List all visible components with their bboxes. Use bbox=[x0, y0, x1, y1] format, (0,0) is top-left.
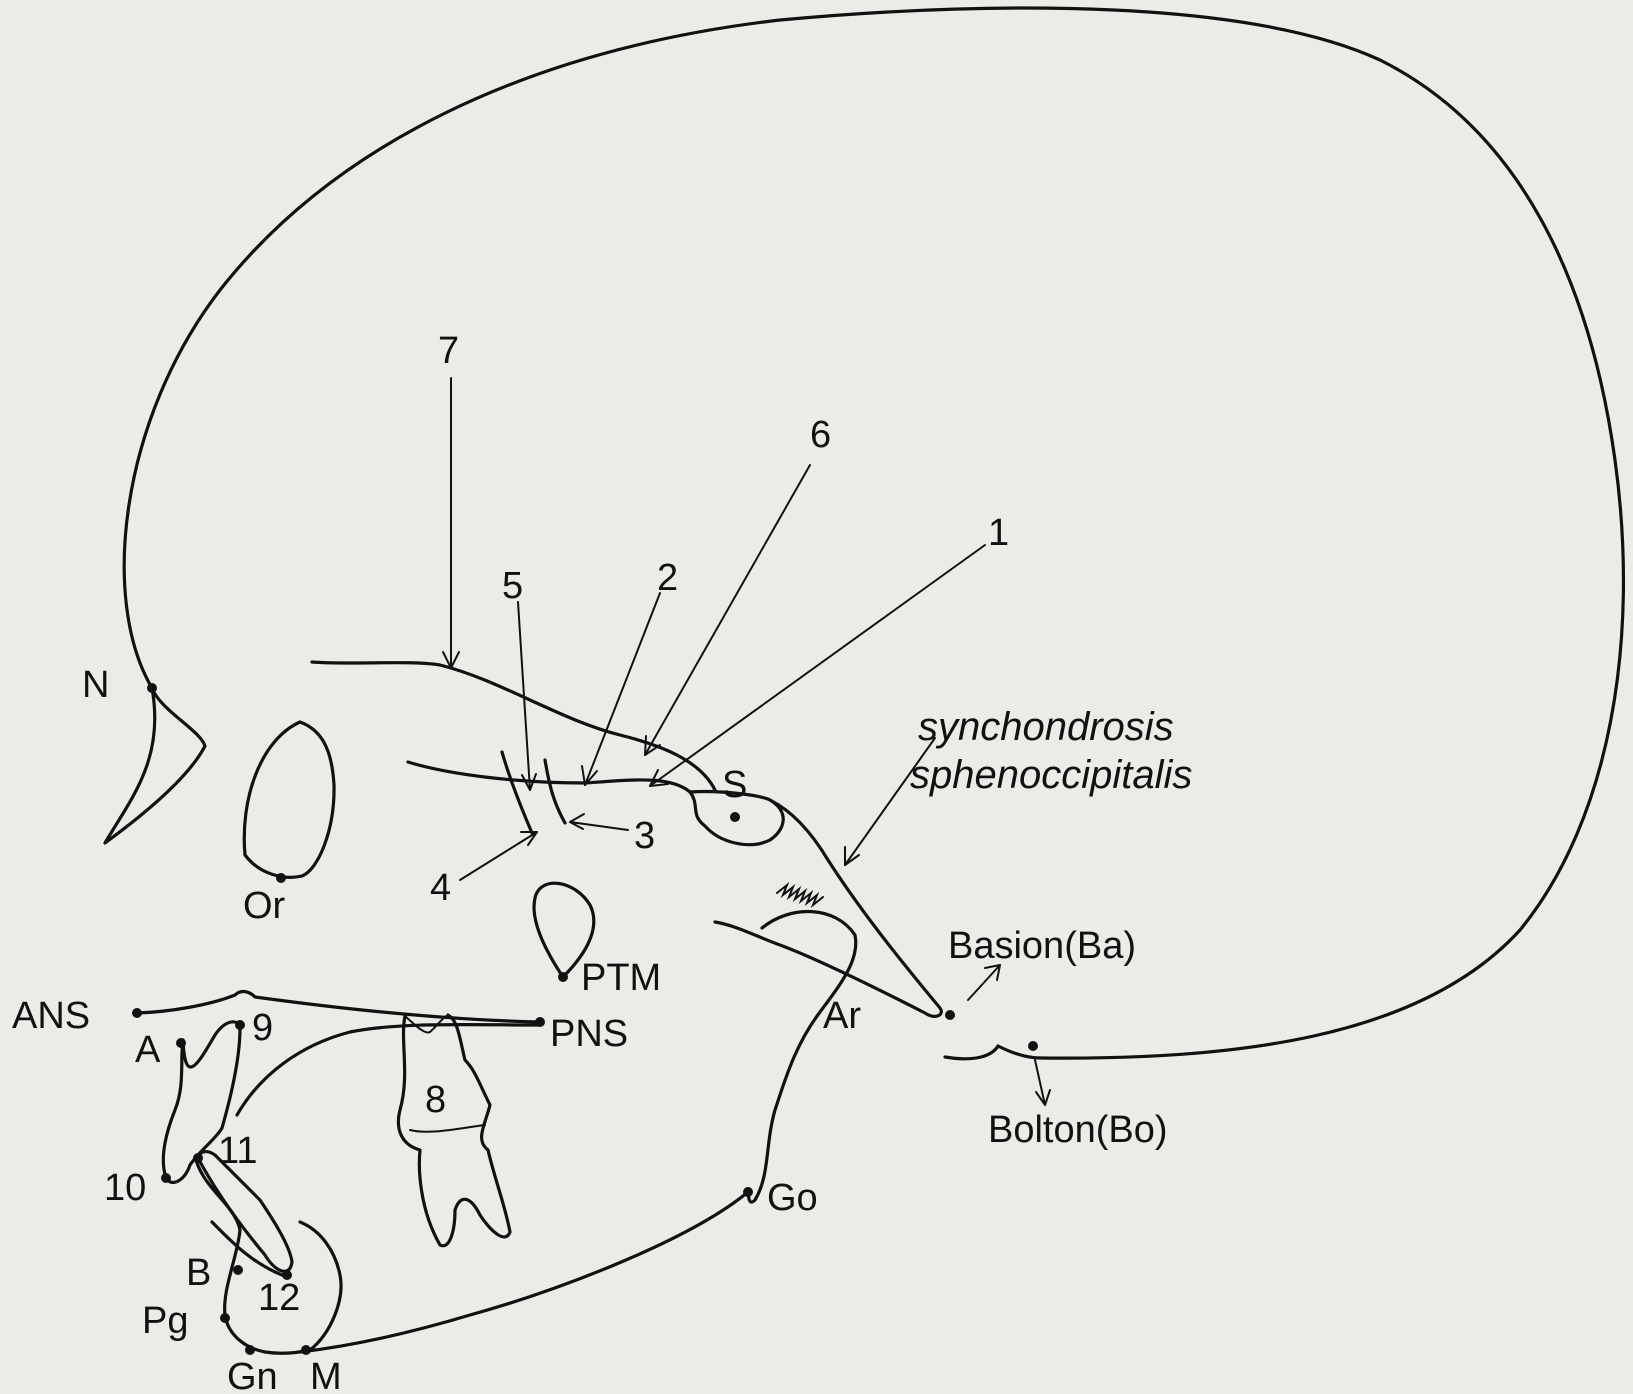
leader-6 bbox=[645, 465, 810, 755]
label-PTM: PTM bbox=[581, 957, 661, 999]
label-num-2: 2 bbox=[657, 557, 678, 599]
label-S: S bbox=[722, 764, 747, 806]
label-num-10: 10 bbox=[104, 1167, 146, 1209]
label-num-9: 9 bbox=[252, 1007, 273, 1049]
bolton-point bbox=[1028, 1041, 1038, 1051]
label-bolton: Bolton(Bo) bbox=[988, 1109, 1168, 1151]
leader-3-arrowhead bbox=[570, 814, 584, 829]
label-num-4: 4 bbox=[430, 867, 451, 909]
mandible-lower-border bbox=[300, 1192, 748, 1352]
ptm-point bbox=[558, 972, 568, 982]
label-num-5: 5 bbox=[502, 565, 523, 607]
label-Ar: Ar bbox=[823, 995, 861, 1037]
cranium-outline bbox=[124, 8, 1623, 1058]
sella-point bbox=[730, 812, 740, 822]
label-num-3: 3 bbox=[634, 815, 655, 857]
occipital-base-line bbox=[945, 1046, 998, 1059]
gonion-point bbox=[743, 1187, 753, 1197]
label-ANS: ANS bbox=[12, 995, 90, 1037]
leader-2 bbox=[585, 593, 660, 785]
label-B: B bbox=[186, 1252, 211, 1294]
leader-4 bbox=[460, 832, 537, 880]
label-synchondrosis-line1: synchondrosis bbox=[918, 705, 1174, 749]
label-A: A bbox=[135, 1029, 161, 1071]
point-10 bbox=[161, 1173, 171, 1183]
orbitale-point bbox=[276, 873, 286, 883]
leader-4-arrowhead bbox=[521, 832, 537, 845]
leader-1 bbox=[650, 545, 985, 786]
b-point bbox=[233, 1265, 243, 1275]
a-point bbox=[176, 1038, 186, 1048]
label-num-6: 6 bbox=[810, 414, 831, 456]
ans-point bbox=[132, 1008, 142, 1018]
first-molar-cej-line bbox=[410, 1125, 485, 1132]
label-synchondrosis-line2: sphenoccipitalis bbox=[910, 753, 1192, 797]
leader-basion bbox=[968, 965, 1000, 1000]
label-N: N bbox=[82, 664, 109, 706]
anterior-cranial-base-line bbox=[312, 662, 715, 790]
basion-point bbox=[945, 1010, 955, 1020]
label-PNS: PNS bbox=[550, 1013, 628, 1055]
gnathion-point bbox=[245, 1345, 255, 1355]
label-basion: Basion(Ba) bbox=[948, 925, 1136, 967]
label-num-1: 1 bbox=[988, 512, 1009, 554]
menton-point bbox=[301, 1345, 311, 1355]
palate-lower-line bbox=[237, 1025, 540, 1115]
synchondrosis-zigzag bbox=[777, 885, 823, 905]
label-M: M bbox=[310, 1356, 342, 1394]
label-num-7: 7 bbox=[438, 330, 459, 372]
label-Go: Go bbox=[767, 1177, 818, 1219]
palatal-plane bbox=[137, 991, 540, 1022]
pterygoid-line-right bbox=[545, 760, 565, 823]
orbit-outline bbox=[244, 722, 334, 877]
nasion-point bbox=[147, 683, 157, 693]
point-9 bbox=[235, 1020, 245, 1030]
lower-incisor-inner bbox=[212, 1222, 282, 1275]
label-Or: Or bbox=[243, 885, 286, 927]
point-11 bbox=[193, 1153, 203, 1163]
label-num-8: 8 bbox=[425, 1079, 446, 1121]
pns-point bbox=[535, 1017, 545, 1027]
label-Gn: Gn bbox=[227, 1356, 278, 1394]
label-Pg: Pg bbox=[142, 1300, 188, 1342]
label-num-12: 12 bbox=[258, 1277, 300, 1319]
label-num-11: 11 bbox=[218, 1130, 257, 1172]
clivus-outline bbox=[715, 800, 941, 1016]
pogonion-point bbox=[220, 1313, 230, 1323]
nasal-bone-outline bbox=[105, 688, 205, 843]
